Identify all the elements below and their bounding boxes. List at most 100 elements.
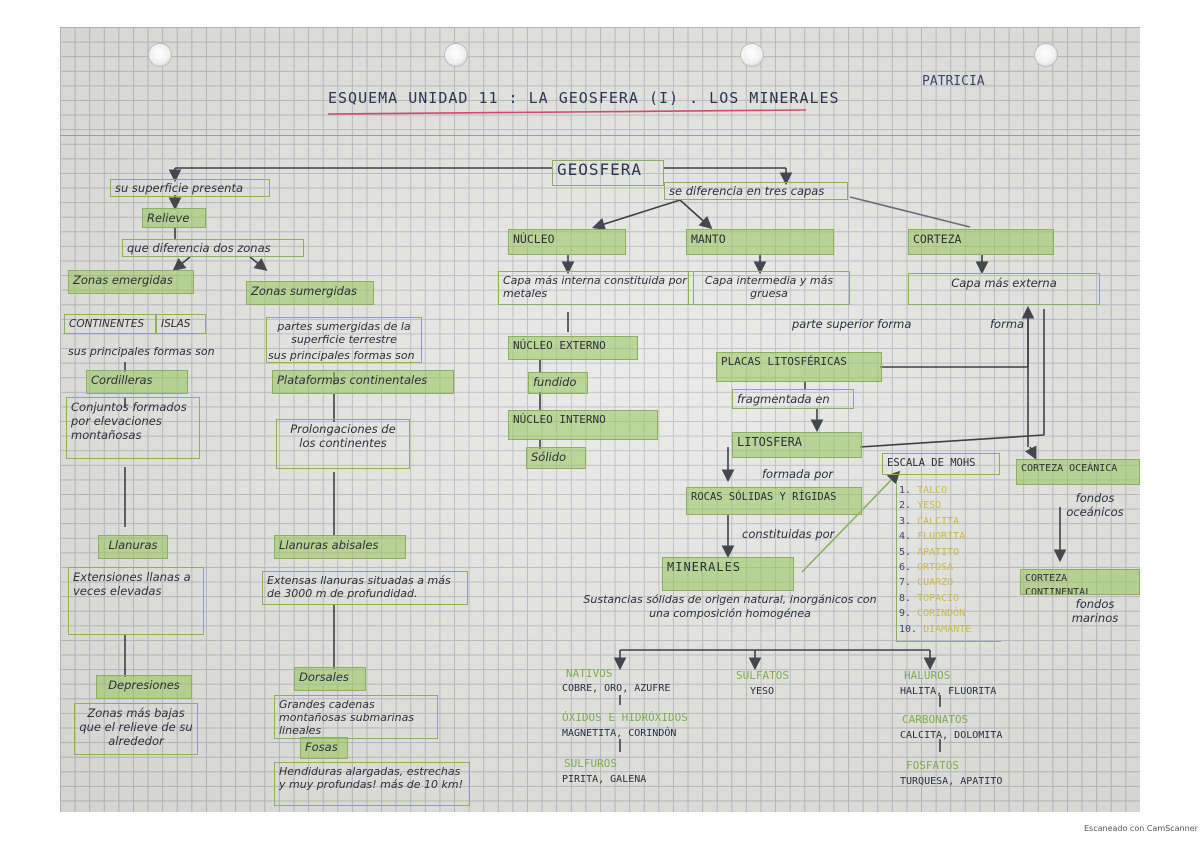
label-emergidas-formas: sus principales formas son <box>68 345 215 358</box>
node-solido: Sólido <box>526 447 586 469</box>
page-title: ESQUEMA UNIDAD 11 : LA GEOSFERA (I) . LO… <box>328 89 840 107</box>
node-islas: ISLAS <box>156 314 206 334</box>
mohs-mineral-name: TOPACIO <box>917 592 960 604</box>
mohs-mineral-name: CALCITA <box>917 515 960 527</box>
node-abisales-desc: Extensas llanuras situadas a más de 3000… <box>262 571 468 605</box>
node-nucleo-interno: NÚCLEO INTERNO <box>508 410 658 440</box>
class-sulfatos: SULFATOS <box>736 669 789 682</box>
mohs-item: 3. CALCITA <box>897 514 1001 529</box>
mohs-item: 2. YESO <box>897 498 1001 513</box>
connector-lines <box>124 109 1067 752</box>
node-rocas: ROCAS SÓLIDAS Y RÍGIDAS <box>686 487 862 515</box>
node-continentes: CONTINENTES <box>64 314 156 334</box>
mohs-mineral-name: FLUORITA <box>917 531 966 543</box>
mohs-mineral-name: APATITO <box>917 546 960 558</box>
mohs-mineral-name: ORTOSA <box>917 561 954 573</box>
node-fosas: Fosas <box>300 737 348 759</box>
class-sulfuros-examples: PIRITA, GALENA <box>562 774 647 785</box>
node-relieve: Relieve <box>142 208 206 228</box>
punch-hole-1 <box>148 43 172 67</box>
mohs-mineral-name: YESO <box>917 500 942 512</box>
node-dorsales: Dorsales <box>294 667 366 691</box>
node-partes-sumergidas: partes sumergidas de la superficie terre… <box>266 317 422 363</box>
node-llanuras: Llanuras <box>98 535 168 559</box>
mohs-number: 4. <box>899 531 918 543</box>
author-name: PATRICIA <box>922 74 985 89</box>
mohs-item: 9. CORINDÓN <box>897 606 1001 621</box>
class-oxidos-examples: MAGNETITA, CORINDÓN <box>562 728 677 739</box>
class-haluros-examples: HALITA, FLUORITA <box>900 686 997 697</box>
node-fundido: fundido <box>528 372 588 394</box>
mohs-item: 5. APATITO <box>897 545 1001 560</box>
node-tres-capas: se diferencia en tres capas <box>664 182 848 200</box>
mohs-number: 10. <box>899 623 924 635</box>
class-haluros: HALUROS <box>904 669 951 682</box>
label-forma: forma <box>990 317 1025 331</box>
node-dorsales-desc: Grandes cadenas montañosas submarinas li… <box>274 695 438 739</box>
node-manto-desc: Capa intermedia y más gruesa <box>688 271 850 305</box>
mohs-mineral-name: CUARZO <box>917 577 954 589</box>
class-fosfatos-examples: TURQUESA, APATITO <box>900 776 1003 787</box>
punch-hole-4 <box>1034 43 1058 67</box>
mohs-item: 6. ORTOSA <box>897 560 1001 575</box>
node-llanuras-desc: Extensiones llanas a veces elevadas <box>68 567 204 635</box>
label-fondos-oceanicos: fondos oceánicos <box>1066 491 1124 519</box>
scanner-watermark: Escaneado con CamScanner <box>1084 824 1198 833</box>
class-sulfatos-examples: YESO <box>750 686 775 697</box>
node-nucleo-desc: Capa más interna constituida por metales <box>498 271 694 305</box>
punch-hole-2 <box>444 43 468 67</box>
node-geosfera: GEOSFERA <box>552 160 664 186</box>
mohs-number: 9. <box>899 608 918 620</box>
node-minerales: MINERALES <box>662 557 794 591</box>
node-superficie: su superficie presenta <box>110 179 270 197</box>
mohs-item: 4. FLUORITA <box>897 529 1001 544</box>
node-corteza-continental: CORTEZA CONTINENTAL <box>1020 569 1140 595</box>
header-margin-line <box>60 135 1140 136</box>
node-plataformas-desc: Prolongaciones de los continentes <box>276 419 410 469</box>
mohs-number: 3. <box>899 515 918 527</box>
node-llanuras-abisales: Llanuras abisales <box>274 535 406 559</box>
node-corteza-oceanica: CORTEZA OCEÁNICA <box>1016 459 1140 485</box>
class-fosfatos: FOSFATOS <box>906 759 959 772</box>
node-zonas-emergidas: Zonas emergidas <box>68 270 194 294</box>
node-diferencia: que diferencia dos zonas <box>122 239 304 257</box>
label-parte-superior: parte superior forma <box>792 317 912 331</box>
node-corteza-desc: Capa más externa <box>908 273 1100 305</box>
class-oxidos: ÓXIDOS E HIDRÓXIDOS <box>562 711 688 724</box>
node-placas: PLACAS LITOSFÉRICAS <box>716 352 882 382</box>
label-sumergidas-formas: sus principales formas son <box>268 349 415 362</box>
notebook-sheet: ESQUEMA UNIDAD 11 : LA GEOSFERA (I) . LO… <box>60 27 1140 812</box>
mohs-number: 5. <box>899 546 918 558</box>
node-manto: MANTO <box>686 229 834 255</box>
node-litosfera: LITOSFERA <box>732 432 862 458</box>
label-fondos-marinos: fondos marinos <box>1071 597 1119 625</box>
node-nucleo-externo: NÚCLEO EXTERNO <box>508 336 638 360</box>
class-carbonatos-examples: CALCITA, DOLOMITA <box>900 730 1003 741</box>
node-depresiones: Depresiones <box>96 675 192 699</box>
node-cordilleras: Cordilleras <box>86 370 188 394</box>
mohs-number: 6. <box>899 561 918 573</box>
punch-hole-3 <box>740 43 764 67</box>
mohs-item: 10. DIAMANTE <box>897 622 1001 637</box>
class-nativos: NATIVOS <box>566 667 613 680</box>
node-minerales-desc: Sustancias sólidas de origen natural, in… <box>583 593 877 620</box>
class-sulfuros: SULFUROS <box>564 757 617 770</box>
label-formada-por: formada por <box>762 467 834 481</box>
node-depresiones-desc: Zonas más bajas que el relieve de su alr… <box>74 703 198 755</box>
node-zonas-sumergidas: Zonas sumergidas <box>246 281 374 305</box>
mohs-item: 7. CUARZO <box>897 575 1001 590</box>
node-plataformas: Plataformas continentales <box>272 370 454 394</box>
mohs-mineral-name: TALCO <box>917 485 948 496</box>
node-fragmentada: fragmentada en <box>732 389 854 409</box>
mohs-number: 1. <box>899 485 918 496</box>
mohs-item: 8. TOPACIO <box>897 591 1001 606</box>
label-constituidas: constituidas por <box>742 527 835 541</box>
node-escala-mohs: ESCALA DE MOHS <box>882 453 1000 475</box>
mohs-item: 1. TALCO <box>897 483 1001 498</box>
node-cordilleras-desc: Conjuntos formados por elevaciones monta… <box>66 397 200 459</box>
mohs-number: 7. <box>899 577 918 589</box>
mohs-number: 8. <box>899 592 918 604</box>
mohs-number: 2. <box>899 500 918 512</box>
node-fosas-desc: Hendiduras alargadas, estrechas y muy pr… <box>274 762 470 806</box>
